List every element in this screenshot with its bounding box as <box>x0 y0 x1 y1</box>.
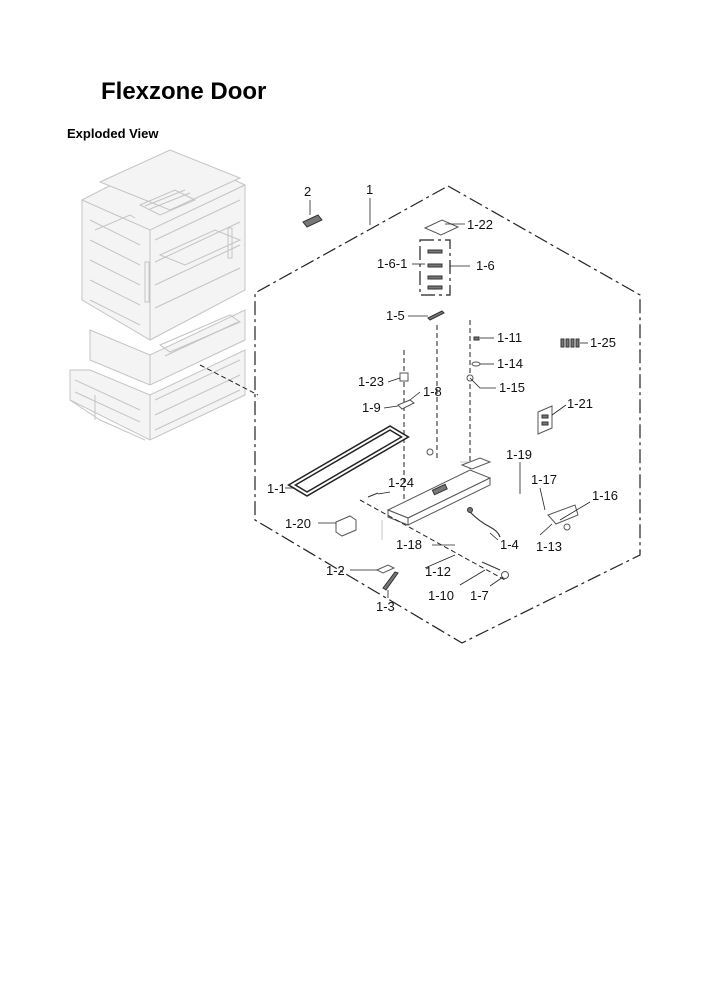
callout-1-14: 1-14 <box>497 356 523 371</box>
part-1-7-cap <box>489 571 509 587</box>
callout-1-5: 1-5 <box>386 308 405 323</box>
callout-2: 2 <box>304 184 311 199</box>
door-rail-assembly <box>386 448 492 526</box>
callout-1-4: 1-4 <box>500 537 519 552</box>
callout-1-2: 1-2 <box>326 563 345 578</box>
part-1-3-handle-strip <box>382 571 399 598</box>
callout-1-8: 1-8 <box>423 384 442 399</box>
part-1-22-cover <box>423 219 465 236</box>
callout-1-12: 1-12 <box>425 564 451 579</box>
callout-1-6-1: 1-6-1 <box>377 256 407 271</box>
part-1-25-screws <box>560 338 588 348</box>
callout-1-16: 1-16 <box>592 488 618 503</box>
callout-1-17: 1-17 <box>531 472 557 487</box>
callout-1-21: 1-21 <box>567 396 593 411</box>
part-1-21-bracket <box>537 404 567 435</box>
callout-1-24: 1-24 <box>388 475 414 490</box>
part-1-2-trim <box>350 564 396 574</box>
callout-1-3: 1-3 <box>376 599 395 614</box>
part-1-15-cap <box>466 374 496 389</box>
part-1-14-washer <box>471 361 494 367</box>
callout-1-10: 1-10 <box>428 588 454 603</box>
part-1-16-hinge <box>547 501 591 531</box>
callout-1-13: 1-13 <box>536 539 562 554</box>
part-1-11-screw <box>473 336 494 341</box>
part-1-1-door-gasket <box>285 425 410 497</box>
part-1-18-rail <box>359 499 506 581</box>
exploded-view-boundary <box>254 185 641 644</box>
part-1-23-pin <box>387 372 409 383</box>
callout-1-6: 1-6 <box>476 258 495 273</box>
callout-1-18: 1-18 <box>396 537 422 552</box>
part-1-9-clip <box>383 399 415 410</box>
page-title: Flexzone Door <box>101 78 267 105</box>
part-1-13-screw <box>539 523 553 536</box>
callout-1-23: 1-23 <box>358 374 384 389</box>
part-1-12-bracket <box>424 554 456 569</box>
part-1-5-strip <box>408 310 445 321</box>
part-1-24-pin <box>367 491 391 498</box>
callout-1-9: 1-9 <box>362 400 381 415</box>
callout-1: 1 <box>366 182 373 197</box>
refrigerator-cabinet-illustration <box>69 149 259 441</box>
callout-1-20: 1-20 <box>285 516 311 531</box>
callout-labels: 2 1 1-22 1-6-1 1-6 1-5 1-11 1-25 1-14 1-… <box>267 182 618 614</box>
part-1-6-assembly <box>412 239 470 296</box>
part-1-20-latch <box>318 515 357 537</box>
callout-1-15: 1-15 <box>499 380 525 395</box>
callout-1-19: 1-19 <box>506 447 532 462</box>
part-1-17-spring <box>539 487 546 511</box>
exploded-view-subtitle: Exploded View <box>67 126 159 141</box>
part-1-10-shaft <box>459 561 501 586</box>
callout-1-1: 1-1 <box>267 481 286 496</box>
callout-1-22: 1-22 <box>467 217 493 232</box>
callout-1-25: 1-25 <box>590 335 616 350</box>
callout-1-11: 1-11 <box>497 330 522 345</box>
callout-1-7: 1-7 <box>470 588 489 603</box>
part-2-hinge-bracket <box>302 200 323 228</box>
part-1-4-wire-harness <box>467 507 501 541</box>
